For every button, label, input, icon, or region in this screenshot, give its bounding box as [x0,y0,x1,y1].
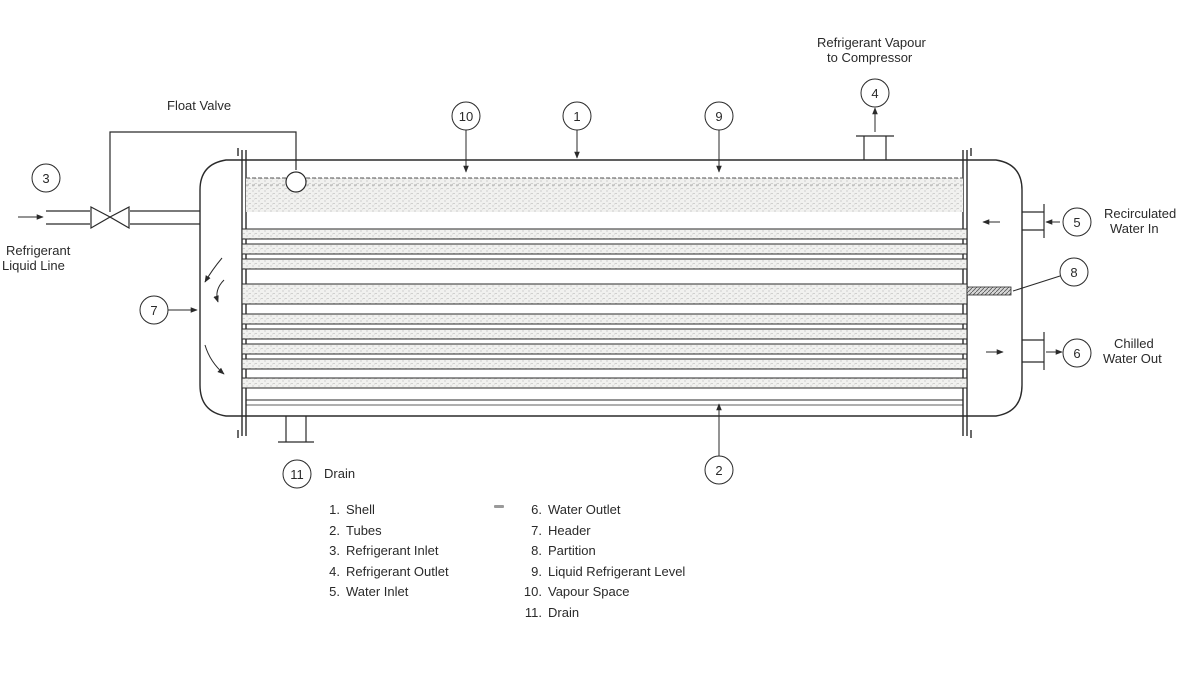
callout-3: 3 [42,171,49,186]
callout-11: 11 [290,467,304,482]
legend-item: 11.Drain [524,604,580,620]
legend-column-1: 1.Shell 2.Tubes 3.Refrigerant Inlet 4.Re… [316,500,449,603]
legend-item: 4.Refrigerant Outlet [329,563,449,579]
callout-2: 2 [715,463,722,478]
liquid-line-label-line1: Refrigerant [6,243,71,258]
callout-10: 10 [459,109,473,124]
callout-circle-11 [282,459,312,489]
float-valve-body [90,206,130,230]
callout-circle-4 [860,78,890,108]
legend-column-2: 6.Water Outlet 7.Header 8.Partition 9.Li… [514,500,685,623]
tube [241,283,968,305]
refrigerant-liquid-line [46,131,297,225]
float-valve-label: Float Valve [167,98,231,113]
legend-item: 2.Tubes [329,522,382,538]
water-inlet-nozzle [1022,204,1045,238]
callout-circle-8 [1059,257,1089,287]
callout-5: 5 [1073,215,1080,230]
vapour-label-line2: to Compressor [827,50,913,65]
tube [241,358,968,370]
water-outlet-nozzle [1022,332,1045,370]
float-linkage [109,131,297,212]
callout-circle-5 [1062,207,1092,237]
callout-9: 9 [715,109,722,124]
drain-nozzle [278,416,314,443]
tube [241,377,968,389]
water-out-label-line2: Water Out [1103,351,1162,366]
water-out-label-line1: Chilled [1114,336,1154,351]
tube [241,343,968,355]
shell-outline [199,159,1023,417]
partition [966,286,1012,296]
tube [241,328,968,340]
callout-1: 1 [573,109,580,124]
callout-6: 6 [1073,346,1080,361]
water-in-label-line1: Recirculated [1104,206,1176,221]
legend-item: 10.Vapour Space [523,584,630,599]
header-flow-arrows [204,257,225,375]
tube [241,243,968,255]
legend-item: 1.Shell [329,502,375,517]
leader-8 [1012,275,1061,292]
legend-item: 5.Water Inlet [329,584,409,599]
callout-circle-6 [1062,338,1092,368]
callout-7: 7 [150,303,157,318]
callout-8: 8 [1070,265,1077,280]
tube [241,228,968,240]
vapour-label-line1: Refrigerant Vapour [817,35,927,50]
legend-item: 3.Refrigerant Inlet [329,543,439,558]
callout-4: 4 [871,86,878,101]
liquid-refrigerant-band [246,178,963,212]
liquid-line-label-line2: Liquid Line [2,258,65,273]
legend-dash-mark [494,505,504,508]
drain-label: Drain [324,466,355,481]
tube [241,258,968,270]
float-ball [285,171,307,193]
legend-item: 7.Header [531,522,591,538]
legend-item: 6.Water Outlet [531,502,621,517]
legend-item: 8.Partition [531,543,596,558]
legend-item: 9.Liquid Refrigerant Level [531,563,686,579]
tube [241,313,968,325]
callout-circle-3 [31,163,61,193]
tube-bundle [241,177,968,406]
water-in-label-line2: Water In [1110,221,1159,236]
vapour-outlet-nozzle [856,135,894,160]
